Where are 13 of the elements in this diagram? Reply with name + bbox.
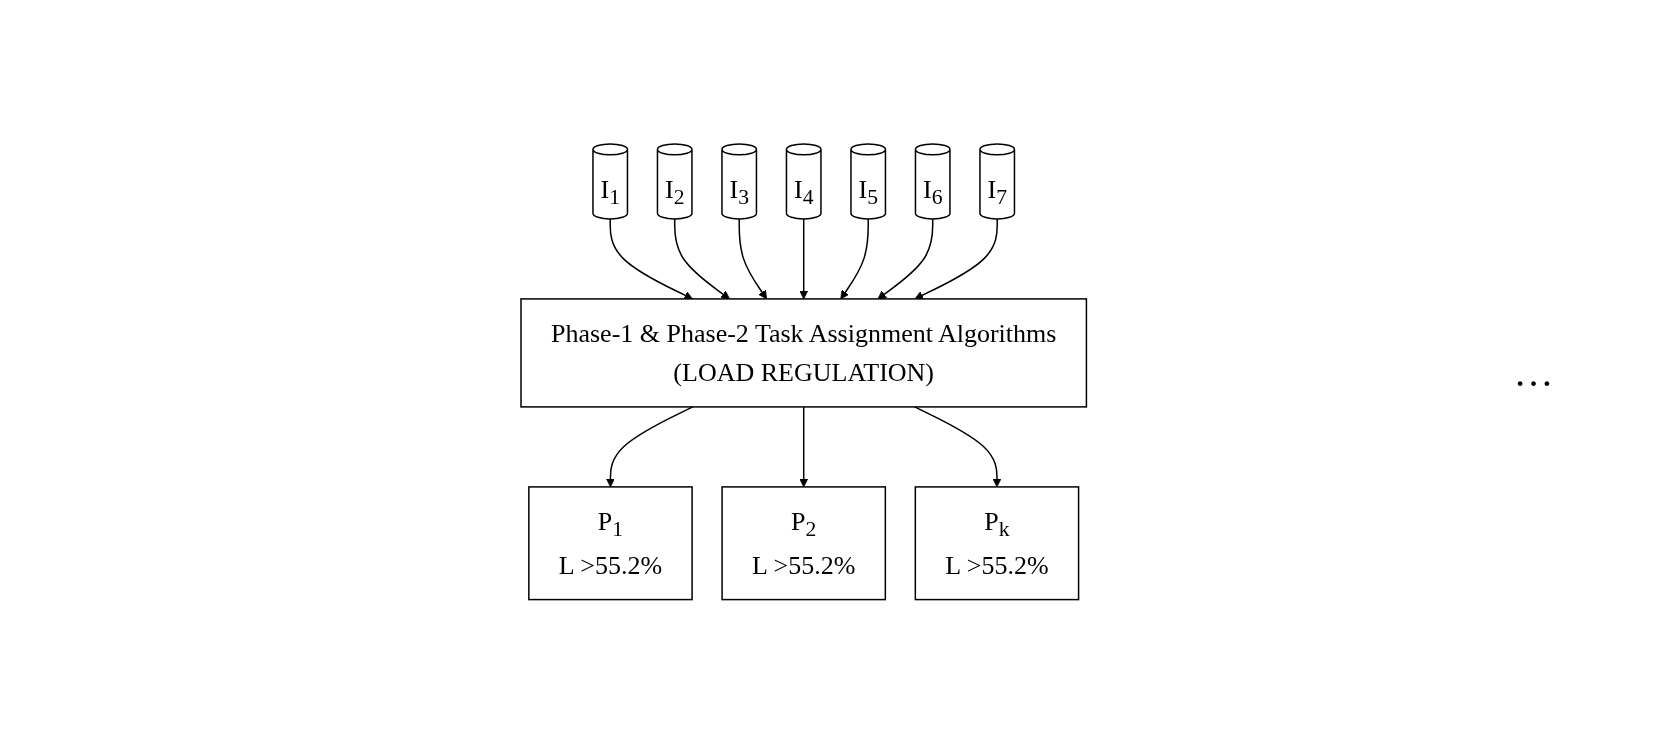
arrow xyxy=(799,406,808,488)
node-box: P$_{2}$ L >55.2% xyxy=(721,486,886,601)
node-box: P$_{k}$ L >55.2% xyxy=(914,486,1080,601)
arrow xyxy=(738,218,767,300)
node-box: P$_{1}$ L >55.2% xyxy=(527,486,693,601)
arrow xyxy=(840,218,869,300)
arrow xyxy=(673,218,730,300)
arrow xyxy=(799,218,808,300)
arrow xyxy=(914,218,998,300)
node-box: Phase-1 & Phase-2 Task Assignment Algorithms (LOAD REGULATION) xyxy=(520,298,1087,408)
arrow xyxy=(877,218,934,300)
arrow xyxy=(609,218,693,300)
ellipsis-note: … xyxy=(1513,348,1554,396)
